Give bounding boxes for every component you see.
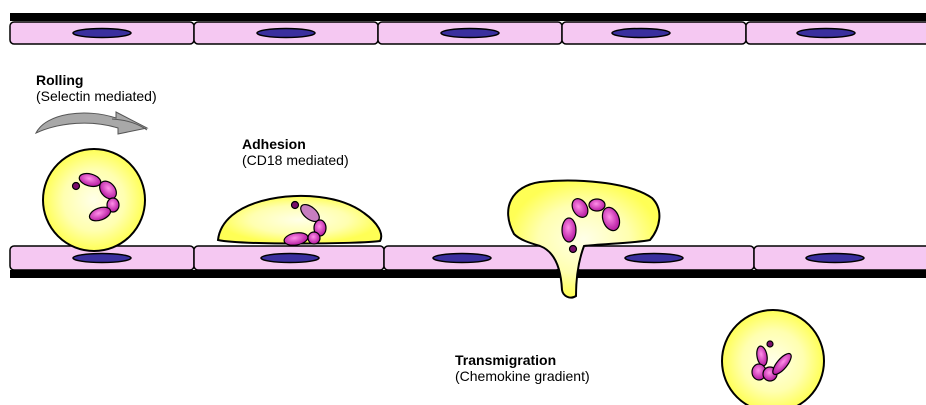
- nucleus-granule: [767, 341, 773, 347]
- cell-nucleus: [73, 254, 131, 263]
- rolling-arrow-icon: [36, 112, 147, 134]
- transmigration-subtitle: (Chemokine gradient): [455, 368, 590, 384]
- bottom-endothelial-cells: [10, 246, 926, 270]
- cell-nucleus: [612, 29, 670, 38]
- bottom-basement-membrane: [10, 270, 926, 278]
- cell-nucleus: [625, 254, 683, 263]
- nucleus-lobe: [308, 232, 320, 244]
- cell-nucleus: [261, 254, 319, 263]
- bottom-vessel-wall: [10, 246, 926, 278]
- transmigrating-leukocyte: [508, 181, 659, 298]
- leukocyte-membrane: [722, 310, 824, 405]
- cell-nucleus: [797, 29, 855, 38]
- migrated-leukocyte: [722, 310, 824, 405]
- nucleus-lobe: [589, 199, 605, 211]
- nucleus-granule: [292, 202, 299, 209]
- adhesion-subtitle: (CD18 mediated): [242, 152, 349, 168]
- leukocyte-membrane: [508, 181, 659, 298]
- top-endothelial-cells: [10, 22, 926, 44]
- nucleus-lobe: [562, 218, 576, 242]
- cell-nucleus: [73, 29, 131, 38]
- rolling-leukocyte: [43, 149, 145, 251]
- cell-nucleus: [806, 254, 864, 263]
- nucleus-granule: [570, 246, 577, 253]
- top-vessel-wall: [10, 13, 926, 44]
- adhering-leukocyte: [218, 196, 381, 247]
- top-basement-membrane: [10, 13, 926, 21]
- cell-nucleus: [433, 254, 491, 263]
- cell-nucleus: [441, 29, 499, 38]
- adhesion-label: Adhesion (CD18 mediated): [242, 136, 349, 168]
- transmigration-title: Transmigration: [455, 352, 590, 368]
- leukocyte-membrane: [43, 149, 145, 251]
- cell-nucleus: [257, 29, 315, 38]
- transmigration-label: Transmigration (Chemokine gradient): [455, 352, 590, 384]
- rolling-label: Rolling (Selectin mediated): [36, 72, 157, 104]
- rolling-title: Rolling: [36, 72, 157, 88]
- rolling-subtitle: (Selectin mediated): [36, 88, 157, 104]
- nucleus-granule: [73, 183, 80, 190]
- adhesion-title: Adhesion: [242, 136, 349, 152]
